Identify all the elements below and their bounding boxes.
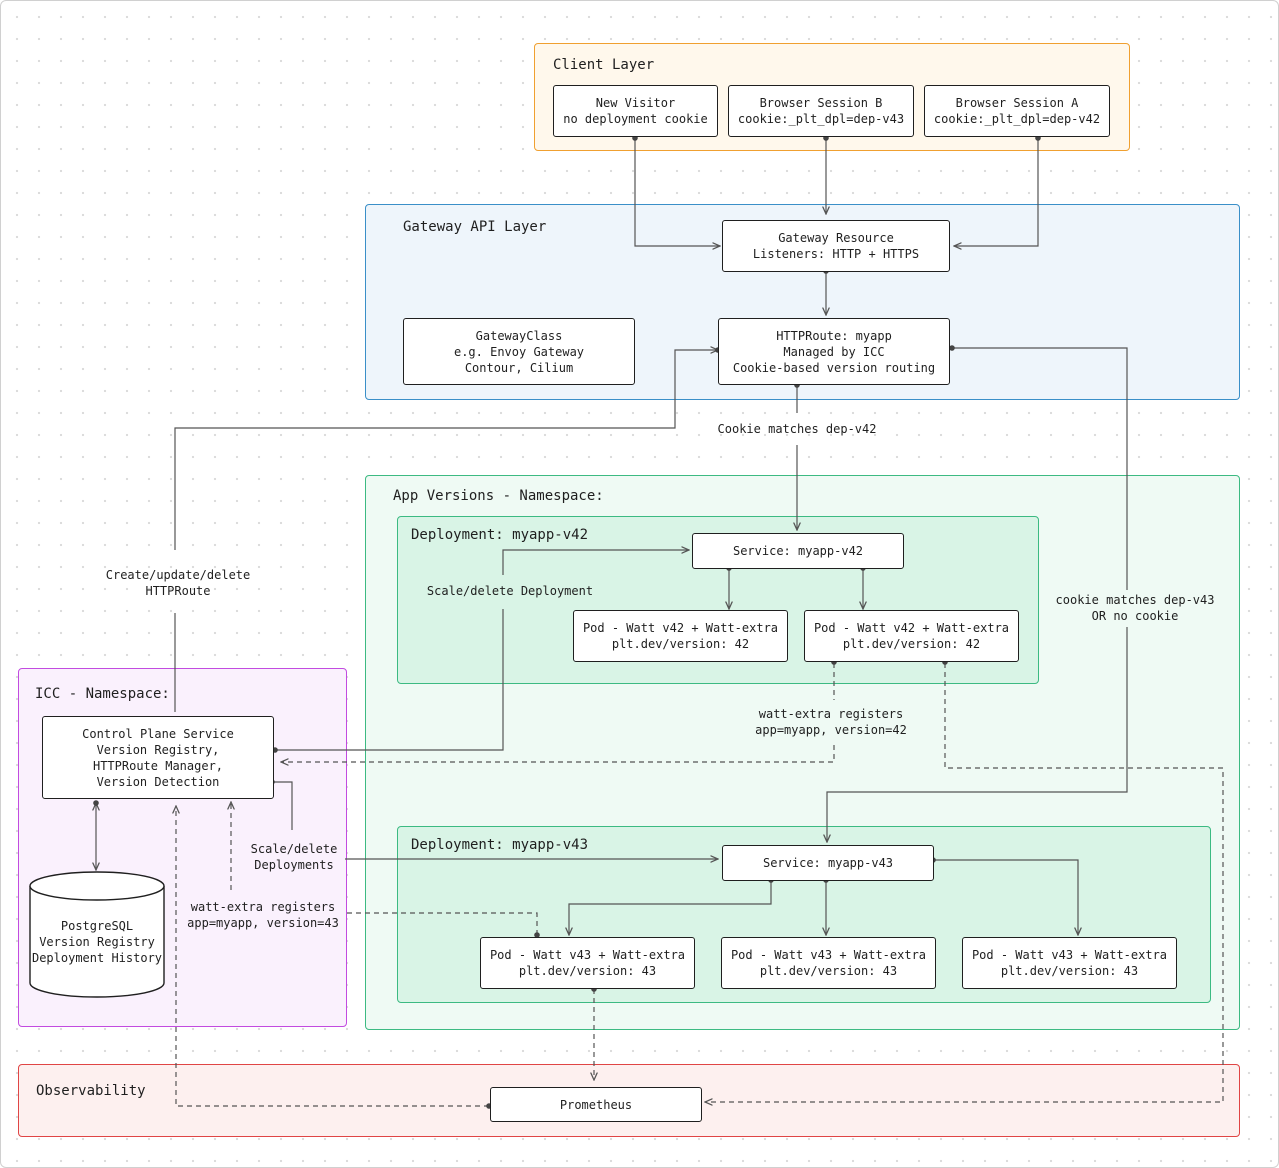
observability-title: Observability <box>36 1083 146 1099</box>
prometheus-title: Prometheus <box>559 1097 633 1112</box>
edge-label-watt-v43-line2: app=myapp, version=43 <box>187 916 339 930</box>
browser-session-a-title: Browser Session A <box>955 96 1079 110</box>
gateway-resource-node[interactable]: Gateway Resource Listeners: HTTP + HTTPS <box>722 220 950 272</box>
service-v42-node[interactable]: Service: myapp-v42 <box>692 533 904 569</box>
edge-label-scale-v43-line1: Scale/delete <box>250 842 338 856</box>
edge-label-create-httproute-line1: Create/update/delete <box>105 568 251 582</box>
control-plane-line2: Version Registry, <box>96 742 220 757</box>
control-plane-line4: Version Detection <box>96 774 220 789</box>
edge-watt-v43-register <box>231 802 538 935</box>
control-plane-title: Control Plane Service <box>82 726 234 741</box>
pod-v43-b-version: plt.dev/version: 43 <box>759 964 898 978</box>
browser-session-b-node[interactable]: Browser Session B cookie:_plt_dpl=dep-v4… <box>728 85 914 137</box>
new-visitor-title: New Visitor <box>595 96 676 110</box>
pod-v43-b-node[interactable]: Pod - Watt v43 + Watt-extra plt.dev/vers… <box>721 937 936 989</box>
postgres-database-icon <box>29 871 165 998</box>
service-v43-node[interactable]: Service: myapp-v43 <box>722 845 934 881</box>
pod-v43-a-title: Pod - Watt v43 + Watt-extra <box>489 948 686 962</box>
browser-session-b-title: Browser Session B <box>759 96 883 110</box>
pod-v42-a-title: Pod - Watt v42 + Watt-extra <box>582 621 779 635</box>
pod-v42-a-node[interactable]: Pod - Watt v42 + Watt-extra plt.dev/vers… <box>573 610 788 662</box>
postgres-line3: Deployment History <box>31 951 163 965</box>
deployment-v43-title: Deployment: myapp-v43 <box>411 837 589 853</box>
prometheus-node[interactable]: Prometheus <box>490 1087 702 1122</box>
gatewayclass-line3: Contour, Cilium <box>464 360 574 375</box>
edge-control-plane-to-httproute <box>174 350 718 550</box>
edge-session-a-to-gateway <box>954 137 1039 246</box>
postgres-node[interactable]: PostgreSQL Version Registry Deployment H… <box>28 918 166 966</box>
pod-v42-a-version: plt.dev/version: 42 <box>611 637 750 651</box>
gatewayclass-node[interactable]: GatewayClass e.g. Envoy Gateway Contour,… <box>403 318 635 385</box>
gatewayclass-title: GatewayClass <box>475 328 563 343</box>
gatewayclass-line2: e.g. Envoy Gateway <box>453 344 585 359</box>
browser-session-a-cookie: cookie:_plt_dpl=dep-v42 <box>933 112 1101 126</box>
edge-label-cookie-v42: Cookie matches dep-v42 <box>715 420 880 438</box>
postgres-line2: Version Registry <box>39 935 155 949</box>
gateway-layer-title: Gateway API Layer <box>403 219 547 235</box>
pod-v43-a-version: plt.dev/version: 43 <box>518 964 657 978</box>
new-visitor-detail: no deployment cookie <box>563 112 708 126</box>
edge-label-cookie-v43: cookie matches dep-v43 OR no cookie <box>1053 591 1218 625</box>
edge-label-create-httproute: Create/update/delete HTTPRoute <box>103 566 254 600</box>
postgres-title: PostgreSQL <box>60 919 134 933</box>
edge-scale-v42 <box>275 550 689 751</box>
edge-label-cookie-v42-text: Cookie matches dep-v42 <box>717 422 877 436</box>
pod-v43-b-title: Pod - Watt v43 + Watt-extra <box>730 948 927 962</box>
gateway-resource-listeners: Listeners: HTTP + HTTPS <box>752 247 920 261</box>
edge-scale-v43 <box>272 781 718 859</box>
service-v42-title: Service: myapp-v42 <box>732 544 864 558</box>
control-plane-line3: HTTPRoute Manager, <box>92 758 224 773</box>
httproute-line2: Managed by ICC <box>783 344 885 359</box>
edge-label-create-httproute-line2: HTTPRoute <box>145 584 211 598</box>
edge-label-scale-v43: Scale/delete Deployments <box>248 840 341 874</box>
pod-v43-c-title: Pod - Watt v43 + Watt-extra <box>971 948 1168 962</box>
pod-v43-c-version: plt.dev/version: 43 <box>1000 964 1139 978</box>
client-layer-title: Client Layer <box>553 57 655 73</box>
edge-label-cookie-v43-line2: OR no cookie <box>1091 609 1179 623</box>
edge-pod-v42-to-prometheus <box>705 663 1224 1102</box>
service-v43-title: Service: myapp-v43 <box>762 856 894 870</box>
pod-v43-a-node[interactable]: Pod - Watt v43 + Watt-extra plt.dev/vers… <box>480 937 695 989</box>
browser-session-a-node[interactable]: Browser Session A cookie:_plt_dpl=dep-v4… <box>924 85 1110 137</box>
edge-service-v43-to-pod-a <box>569 880 772 935</box>
edge-label-scale-v43-line2: Deployments <box>254 858 334 872</box>
edge-watt-v42-register <box>281 663 835 762</box>
browser-session-b-cookie: cookie:_plt_dpl=dep-v43 <box>737 112 905 126</box>
edge-httproute-to-service-v43 <box>827 347 1128 842</box>
pod-v42-b-node[interactable]: Pod - Watt v42 + Watt-extra plt.dev/vers… <box>804 610 1019 662</box>
edge-label-watt-v42-line1: watt-extra registers <box>758 707 904 721</box>
edge-label-scale-v42-text: Scale/delete Deployment <box>426 584 594 598</box>
deployment-v42-title: Deployment: myapp-v42 <box>411 527 589 543</box>
edge-label-watt-v42-line2: app=myapp, version=42 <box>755 723 907 737</box>
httproute-line3: Cookie-based version routing <box>732 360 936 375</box>
new-visitor-node[interactable]: New Visitor no deployment cookie <box>553 85 718 137</box>
httproute-node[interactable]: HTTPRoute: myapp Managed by ICC Cookie-b… <box>718 318 950 385</box>
httproute-title: HTTPRoute: myapp <box>776 328 892 343</box>
edge-prometheus-to-control-plane <box>176 806 489 1107</box>
control-plane-node[interactable]: Control Plane Service Version Registry, … <box>42 716 274 799</box>
edge-label-scale-v42: Scale/delete Deployment <box>424 582 596 600</box>
edge-label-watt-v43-line1: watt-extra registers <box>190 900 336 914</box>
edge-label-watt-v42: watt-extra registers app=myapp, version=… <box>752 705 910 739</box>
pod-v42-b-title: Pod - Watt v42 + Watt-extra <box>813 621 1010 635</box>
edge-service-v43-to-pod-c <box>933 859 1078 935</box>
edge-label-cookie-v43-line1: cookie matches dep-v43 <box>1055 593 1215 607</box>
edge-label-watt-v43: watt-extra registers app=myapp, version=… <box>184 898 342 932</box>
pod-v42-b-version: plt.dev/version: 42 <box>842 637 981 651</box>
pod-v43-c-node[interactable]: Pod - Watt v43 + Watt-extra plt.dev/vers… <box>962 937 1177 989</box>
edge-new-visitor-to-gateway <box>634 137 720 246</box>
app-versions-title: App Versions - Namespace: <box>393 488 604 504</box>
gateway-resource-title: Gateway Resource <box>778 231 894 245</box>
icc-namespace-title: ICC - Namespace: <box>35 686 170 702</box>
